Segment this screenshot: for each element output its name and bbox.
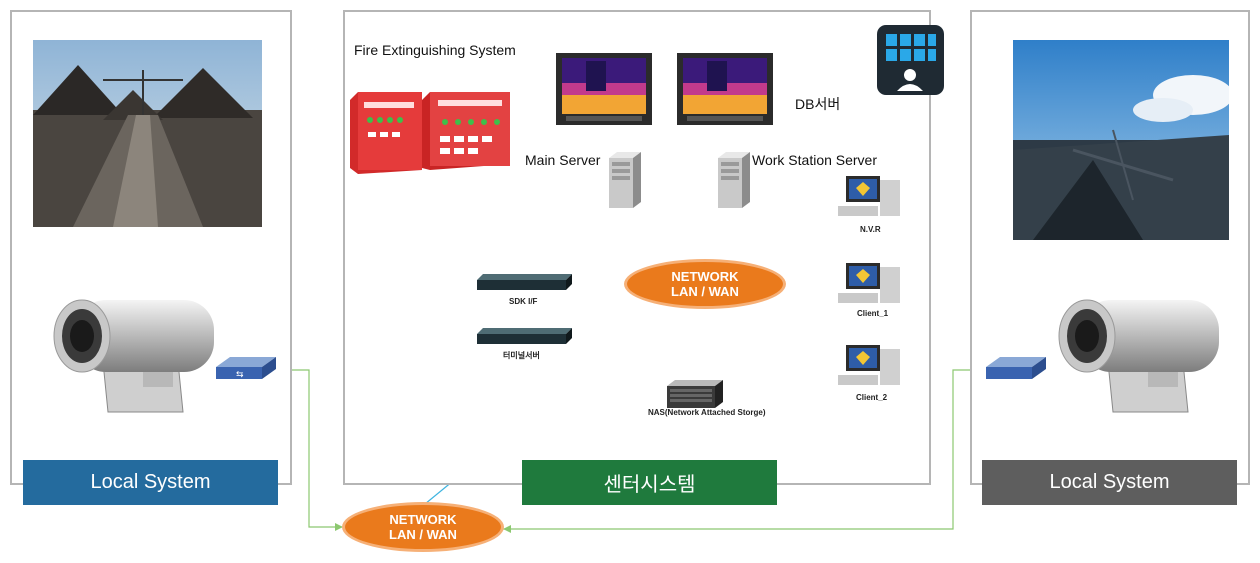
main-server-label: Main Server [525, 152, 601, 168]
db-server-label: DB서버 [795, 96, 841, 112]
center-network-line1: NETWORK [671, 269, 739, 284]
nvr-label: N.V.R [860, 225, 881, 234]
client1-label: Client_1 [857, 309, 889, 318]
bottom-network-line1: NETWORK [389, 512, 457, 527]
server-tower-icon-main [609, 152, 641, 208]
coal-conveyor-photo [33, 40, 262, 227]
terminal-server-label: 터미널서버 [503, 351, 540, 360]
rack-device-icon-terminal [477, 328, 572, 344]
nas-label: NAS(Network Attached Storge) [648, 408, 766, 417]
left-local-system-text: Local System [90, 471, 211, 493]
bottom-network-line2: LAN / WAN [389, 527, 457, 542]
thermal-camera-icon [53, 299, 214, 413]
monitor-icon-2 [677, 53, 773, 125]
center-network-node: NETWORK LAN / WAN [624, 259, 786, 309]
monitor-icon-1 [556, 53, 652, 125]
left-link-line [276, 369, 343, 528]
port-coal-yard-photo [1013, 40, 1229, 240]
network-switch-icon: ⇆ [216, 357, 276, 380]
pc-workstation-icon-client2 [838, 345, 900, 385]
server-tower-icon-workstation [718, 152, 750, 208]
pc-workstation-icon-nvr [838, 176, 900, 216]
nas-icon [667, 380, 723, 408]
left-local-system-label: Local System [23, 460, 278, 505]
client2-label: Client_2 [856, 393, 888, 402]
network-switch-icon-right [986, 357, 1046, 379]
sdk-label: SDK I/F [509, 297, 538, 306]
user-window-icon [877, 25, 944, 95]
fire-panel-icon [350, 92, 510, 174]
bottom-network-node: NETWORK LAN / WAN [342, 502, 504, 552]
right-local-system-text: Local System [1049, 471, 1170, 493]
center-system-text: 센터시스템 [603, 474, 696, 496]
fire-system-label: Fire Extinguishing System [354, 42, 516, 58]
svg-text:⇆: ⇆ [236, 370, 244, 380]
workstation-server-label: Work Station Server [752, 152, 878, 168]
thermal-camera-icon-right [1058, 299, 1219, 413]
right-local-system-label: Local System [982, 460, 1237, 505]
right-link-line [503, 369, 986, 530]
center-network-line2: LAN / WAN [671, 284, 739, 299]
rack-device-icon-sdk [477, 274, 572, 290]
center-system-label: 센터시스템 [522, 460, 777, 505]
pc-workstation-icon-client1 [838, 263, 900, 303]
